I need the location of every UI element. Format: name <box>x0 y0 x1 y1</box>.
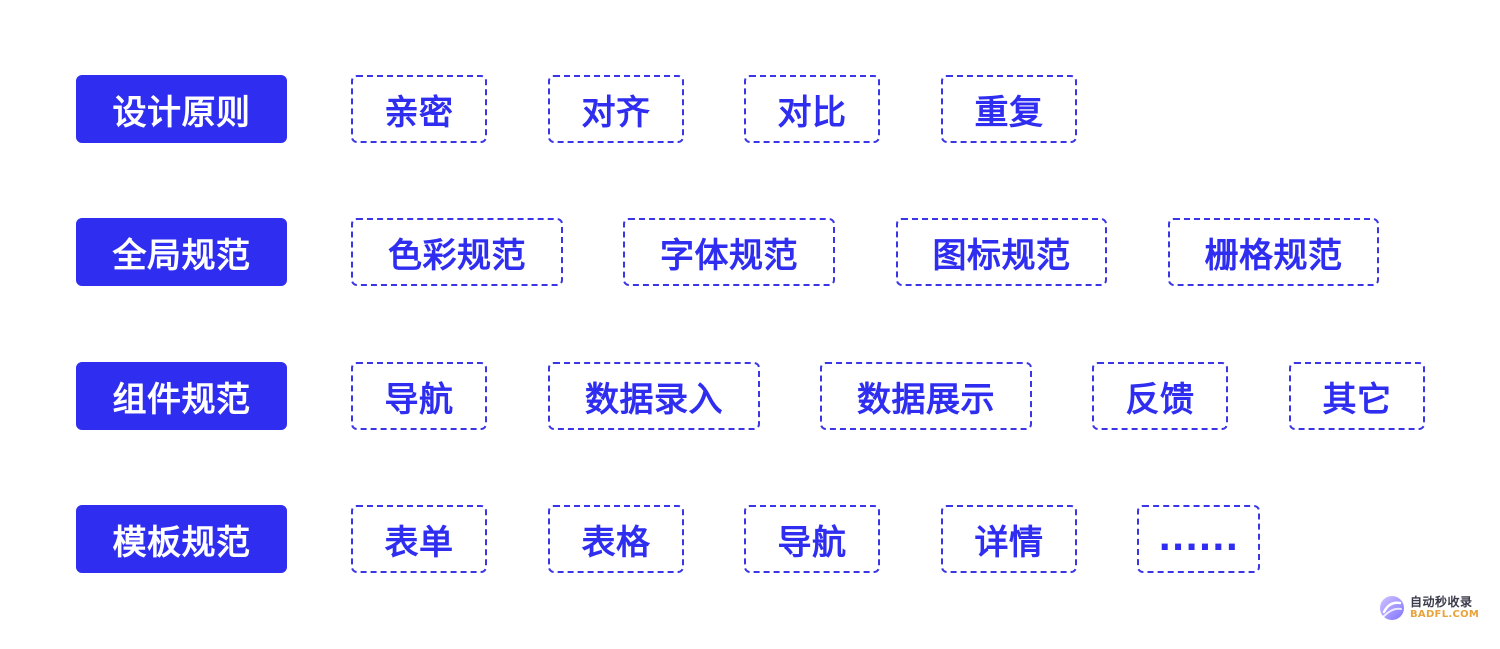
swirl-logo-icon <box>1380 596 1404 620</box>
tag-navigation[interactable]: 导航 <box>351 362 487 430</box>
tag-navigation-template[interactable]: 导航 <box>744 505 880 573</box>
watermark-cn: 自动秒收录 <box>1410 595 1473 609</box>
tag-form[interactable]: 表单 <box>351 505 487 573</box>
tag-repetition[interactable]: 重复 <box>941 75 1077 143</box>
tag-table[interactable]: 表格 <box>548 505 684 573</box>
category-component-specs[interactable]: 组件规范 <box>76 362 287 430</box>
tag-details[interactable]: 详情 <box>941 505 1077 573</box>
tag-feedback[interactable]: 反馈 <box>1092 362 1228 430</box>
tag-grid-spec[interactable]: 栅格规范 <box>1168 218 1379 286</box>
tag-contrast[interactable]: 对比 <box>744 75 880 143</box>
category-design-principles[interactable]: 设计原则 <box>76 75 287 143</box>
tag-more[interactable]: ...... <box>1137 505 1260 573</box>
tag-data-entry[interactable]: 数据录入 <box>548 362 760 430</box>
tag-alignment[interactable]: 对齐 <box>548 75 684 143</box>
category-template-specs[interactable]: 模板规范 <box>76 505 287 573</box>
tag-font-spec[interactable]: 字体规范 <box>623 218 835 286</box>
watermark-text: 自动秒收录 BADFL.COM <box>1410 596 1479 620</box>
tag-icon-spec[interactable]: 图标规范 <box>896 218 1107 286</box>
watermark: 自动秒收录 BADFL.COM <box>1378 590 1488 626</box>
tag-data-display[interactable]: 数据展示 <box>820 362 1032 430</box>
tag-color-spec[interactable]: 色彩规范 <box>351 218 563 286</box>
tag-proximity[interactable]: 亲密 <box>351 75 487 143</box>
watermark-en: BADFL.COM <box>1410 609 1480 620</box>
tag-other[interactable]: 其它 <box>1289 362 1425 430</box>
category-global-specs[interactable]: 全局规范 <box>76 218 287 286</box>
